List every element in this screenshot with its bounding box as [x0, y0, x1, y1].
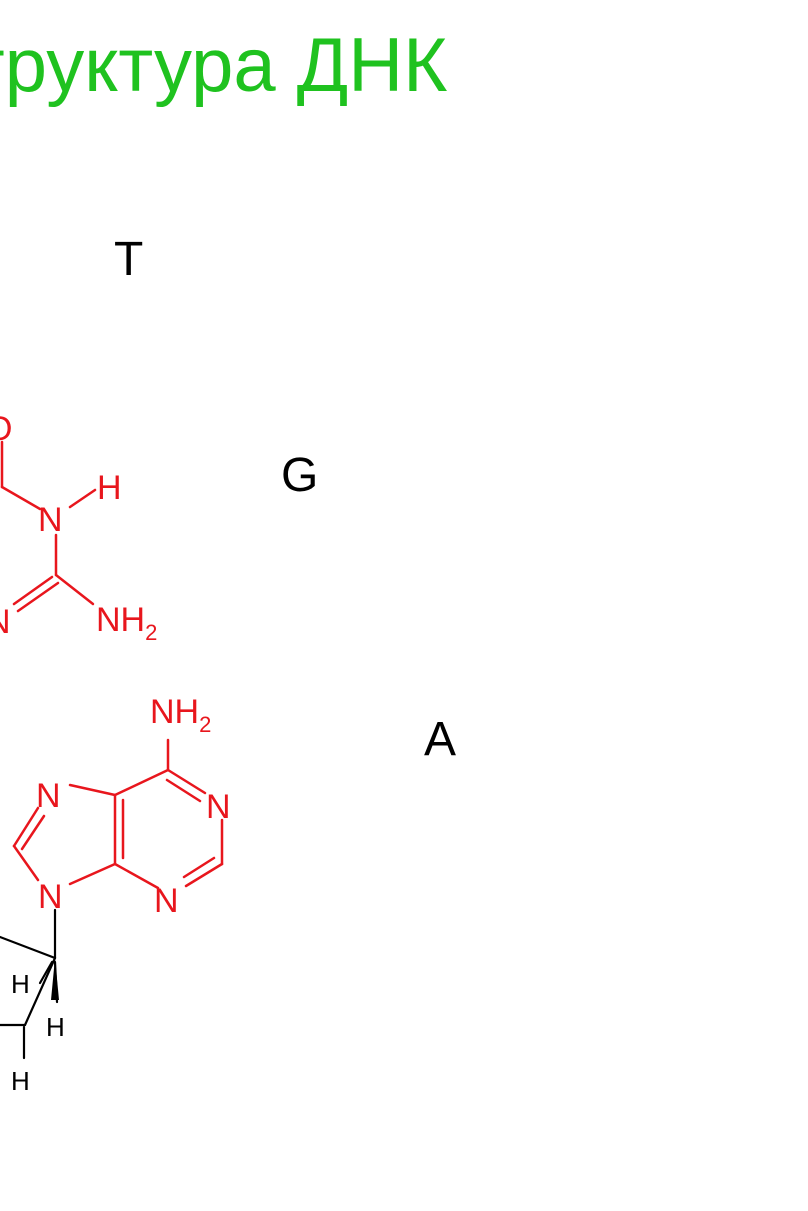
sugar-hydrogen-3: H [11, 1066, 30, 1096]
adenine-bond-c5-n7 [68, 783, 117, 797]
base-label-thymine: T [114, 233, 144, 286]
adenine-nitrogen-1: N [206, 788, 231, 826]
sugar-hydrogen-2: H [46, 1012, 65, 1042]
guanine-nitrogen-top: N [38, 501, 63, 539]
guanine-structure: O N H N NH2 [0, 410, 157, 645]
guanine-oxygen: O [0, 410, 12, 448]
adenine-bond-c6-n1-a [166, 768, 207, 795]
guanine-amine: NH2 [96, 601, 157, 645]
guanine-hydrogen: H [97, 469, 122, 507]
guanine-nitrogen-left: N [0, 603, 11, 641]
guanine-bond-c2-n-b [16, 581, 60, 613]
guanine-bond-c2-nh2 [54, 573, 95, 606]
adenine-bond-n3-c4 [113, 862, 160, 890]
adenine-structure: NH2 N N N N [12, 693, 231, 920]
adenine-bond-n7-c8-b [20, 814, 46, 851]
adenine-amine: NH2 [150, 693, 211, 737]
guanine-bonds [0, 440, 97, 613]
adenine-nitrogen-7: N [36, 777, 61, 815]
base-label-adenine: A [424, 713, 457, 766]
sugar-wedge [51, 958, 59, 1000]
sugar-bond-c1-o [0, 935, 57, 960]
sugar-bond-c1-c2 [23, 956, 57, 1027]
sugar-structure: H H H [0, 908, 65, 1096]
adenine-nitrogen-3: N [154, 882, 179, 920]
adenine-bond-c2-n3-a [184, 862, 224, 888]
adenine-bond-c5-c6 [113, 768, 170, 797]
adenine-bond-c2-n3-b [182, 856, 216, 879]
guanine-bond-c2-n-a [12, 575, 54, 606]
guanine-bond-n-h [68, 488, 97, 509]
sugar-hydrogen-1: H [11, 969, 30, 999]
adenine-bond-c6-n1-b [165, 778, 202, 803]
adenine-bond-n9-c4 [68, 862, 117, 886]
page-title: труктура ДНК [0, 23, 448, 108]
guanine-bond-c-n [0, 485, 42, 511]
adenine-bonds [12, 738, 224, 890]
adenine-nitrogen-9: N [38, 878, 63, 916]
sugar-bond-c1-h1 [38, 960, 54, 985]
base-label-guanine: G [281, 449, 319, 502]
adenine-bond-n7-c8-a [12, 806, 40, 848]
adenine-bond-c8-n9 [12, 844, 40, 882]
